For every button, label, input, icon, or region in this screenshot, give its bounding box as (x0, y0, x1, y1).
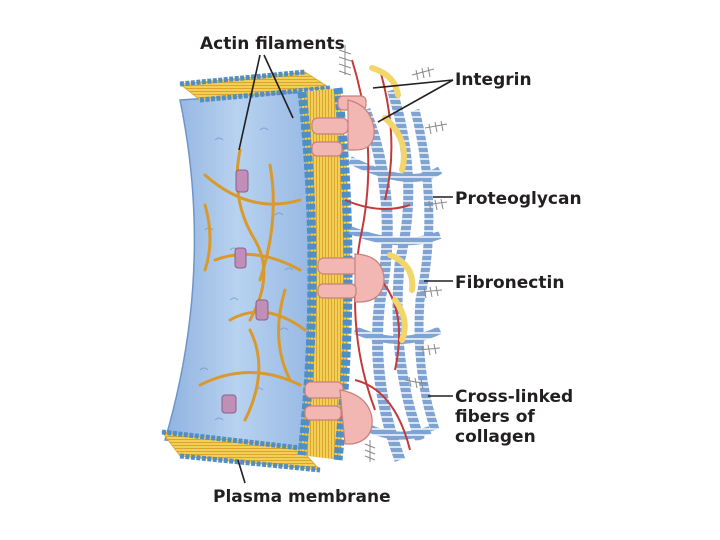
actin-binding-proteins (221, 169, 269, 414)
label-collagen-line3: collagen (455, 427, 536, 447)
leader-lines (237, 54, 454, 484)
label-collagen: Cross-linked fibers of collagen (455, 387, 573, 447)
proteoglycans (338, 45, 448, 462)
membrane-top-edge (178, 69, 332, 103)
integrin-middle (317, 253, 385, 303)
integrin-bottom (304, 381, 373, 445)
label-collagen-line2: fibers of (455, 407, 535, 427)
fibronectin-ribbons (369, 65, 416, 343)
cytoplasm (164, 91, 311, 456)
label-proteoglycan: Proteoglycan (455, 189, 582, 209)
integrin-top (311, 95, 375, 157)
label-actin-filaments: Actin filaments (200, 34, 345, 54)
label-plasma-membrane: Plasma membrane (213, 487, 391, 507)
label-fibronectin: Fibronectin (455, 273, 565, 293)
label-collagen-line1: Cross-linked (455, 387, 574, 407)
membrane-bottom-edge (161, 429, 321, 473)
label-integrin: Integrin (455, 70, 532, 90)
